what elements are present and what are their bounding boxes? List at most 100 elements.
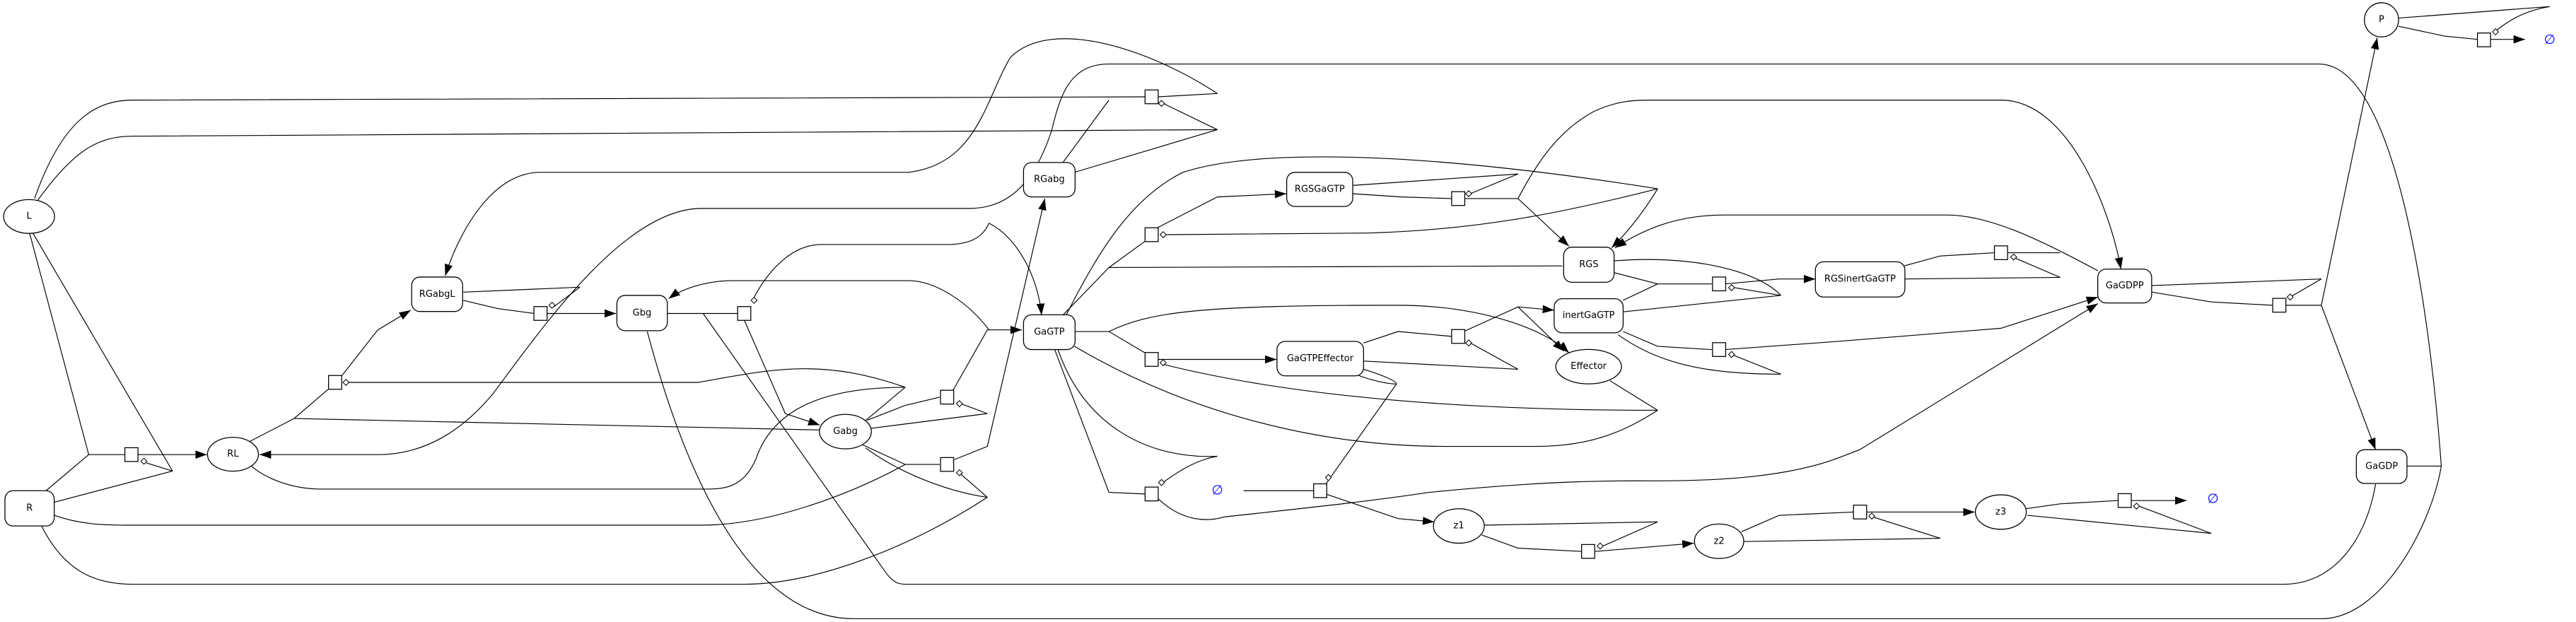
node-label: L — [26, 211, 32, 222]
edge — [293, 418, 820, 430]
process-node — [328, 375, 342, 390]
process-node — [1712, 342, 1727, 357]
edge — [1325, 493, 1435, 525]
node-GaGTPEffector: GaGTPEffector — [1276, 341, 1365, 377]
edge — [2152, 278, 2321, 286]
edge — [1062, 100, 1109, 163]
edge — [1613, 259, 1781, 296]
modulator-diamond-icon — [1727, 284, 1735, 292]
node-Gabg: Gabg — [819, 413, 872, 450]
edge — [1325, 368, 1397, 485]
edge — [960, 403, 988, 414]
edge — [1463, 305, 1554, 332]
edge — [960, 474, 988, 498]
edge — [1595, 540, 1694, 552]
edge — [1725, 296, 2099, 351]
edge — [32, 233, 173, 471]
edge — [1355, 373, 1397, 385]
edge — [1162, 102, 1218, 130]
edge — [989, 223, 1045, 315]
edge — [1904, 252, 1995, 266]
node-RGS: RGS — [1563, 247, 1615, 283]
node-L: L — [3, 199, 55, 234]
edge — [1066, 156, 1658, 316]
node-RGSinertGaGTP: RGSinertGaGTP — [1814, 261, 1906, 298]
edge — [1054, 349, 1146, 495]
edge — [2027, 515, 2212, 534]
node-RL: RL — [206, 437, 260, 472]
node-P: P — [2364, 2, 2399, 37]
modulator-diamond-icon — [955, 469, 963, 476]
edge — [1517, 100, 2123, 269]
edge — [954, 198, 1047, 460]
modulator-diamond-icon — [955, 400, 963, 408]
node-label: Effector — [1570, 361, 1607, 372]
edge — [45, 454, 89, 491]
edge — [2321, 305, 2377, 450]
process-node — [2476, 33, 2491, 47]
edge — [1731, 353, 1781, 375]
node-GaGDPP: GaGDPP — [2097, 269, 2152, 304]
node-RGSGaGTP: RGSGaGTP — [1286, 172, 1353, 207]
process-node — [533, 306, 548, 321]
edge — [37, 129, 1218, 201]
edge — [1517, 306, 1565, 352]
edge — [1481, 534, 1583, 552]
edge — [1062, 240, 1146, 316]
node-label: RGS — [1579, 259, 1598, 270]
edge — [1162, 455, 1218, 483]
edge — [2321, 37, 2379, 305]
process-node — [1144, 89, 1159, 105]
process-node — [1993, 245, 2008, 260]
process-node — [1144, 227, 1159, 242]
edge — [866, 447, 988, 498]
edge — [702, 313, 2377, 585]
edge — [1623, 283, 1658, 301]
process-node — [1853, 505, 1867, 520]
process-node — [1144, 486, 1159, 502]
node-label: RGSGaGTP — [1295, 184, 1345, 194]
node-label: GaGTPEffector — [1287, 353, 1354, 364]
edge — [952, 325, 1022, 391]
edge — [1470, 342, 1519, 370]
edge — [29, 233, 90, 455]
edge — [870, 413, 988, 429]
modulator-diamond-icon — [750, 296, 758, 304]
node-label: RGabgL — [419, 289, 456, 300]
empty-set-sink: ∅ — [2207, 491, 2218, 506]
node-label: Gabg — [833, 426, 858, 437]
modulator-diamond-icon — [1465, 339, 1473, 347]
edge — [1158, 93, 1218, 98]
edge — [1057, 349, 1218, 457]
process-node — [1144, 352, 1159, 367]
edge — [1609, 380, 1658, 411]
edge — [1464, 198, 1570, 247]
empty-set-sink: ∅ — [2544, 33, 2555, 47]
edge — [445, 38, 1218, 276]
modulator-diamond-icon — [2492, 28, 2500, 36]
modulator-diamond-icon — [1158, 479, 1165, 486]
edge — [1743, 538, 1940, 542]
edge — [863, 387, 906, 423]
node-z2: z2 — [1694, 523, 1744, 559]
edge — [260, 63, 2442, 466]
process-node — [124, 447, 139, 462]
process-node — [2272, 298, 2287, 313]
edge — [1614, 214, 2099, 271]
modulator-diamond-icon — [1158, 100, 1165, 107]
node-GaGTP: GaGTP — [1022, 314, 1076, 351]
edge — [341, 310, 412, 377]
edge — [54, 470, 173, 503]
node-label: GaGTP — [1034, 327, 1065, 337]
edge — [862, 444, 906, 465]
process-node — [2117, 493, 2132, 508]
edge — [1352, 173, 1518, 186]
edge — [1904, 276, 2061, 280]
edge — [1731, 286, 1781, 296]
process-node — [1451, 191, 1466, 206]
node-label: R — [26, 503, 33, 514]
edge — [1363, 360, 1518, 370]
edge — [2398, 25, 2478, 40]
edge — [40, 497, 988, 585]
edge — [2137, 505, 2212, 534]
